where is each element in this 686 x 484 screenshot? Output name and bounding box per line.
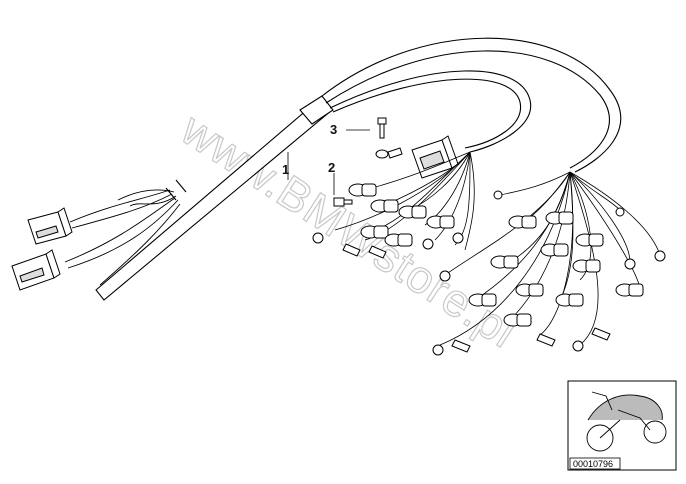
callout-3: 3	[330, 122, 337, 137]
connector-left-lower	[11, 249, 61, 291]
connector-left-upper	[27, 207, 73, 245]
callout-2: 2	[328, 160, 335, 175]
part-3-screw	[375, 117, 403, 159]
middle-terminals	[312, 183, 464, 259]
motorcycle-icon	[586, 391, 667, 452]
main-cable-bundle	[95, 37, 622, 301]
connector-middle	[411, 135, 459, 179]
watermark-text: www.BMWstore.pl	[172, 102, 527, 358]
leader-lines	[287, 129, 370, 195]
right-terminals	[432, 190, 666, 356]
part-2-plug	[333, 197, 353, 207]
reference-code: 00010796	[573, 459, 613, 469]
reference-thumbnail: 00010796	[567, 380, 677, 471]
callout-1: 1	[282, 162, 289, 177]
left-wire-fan	[64, 189, 181, 286]
